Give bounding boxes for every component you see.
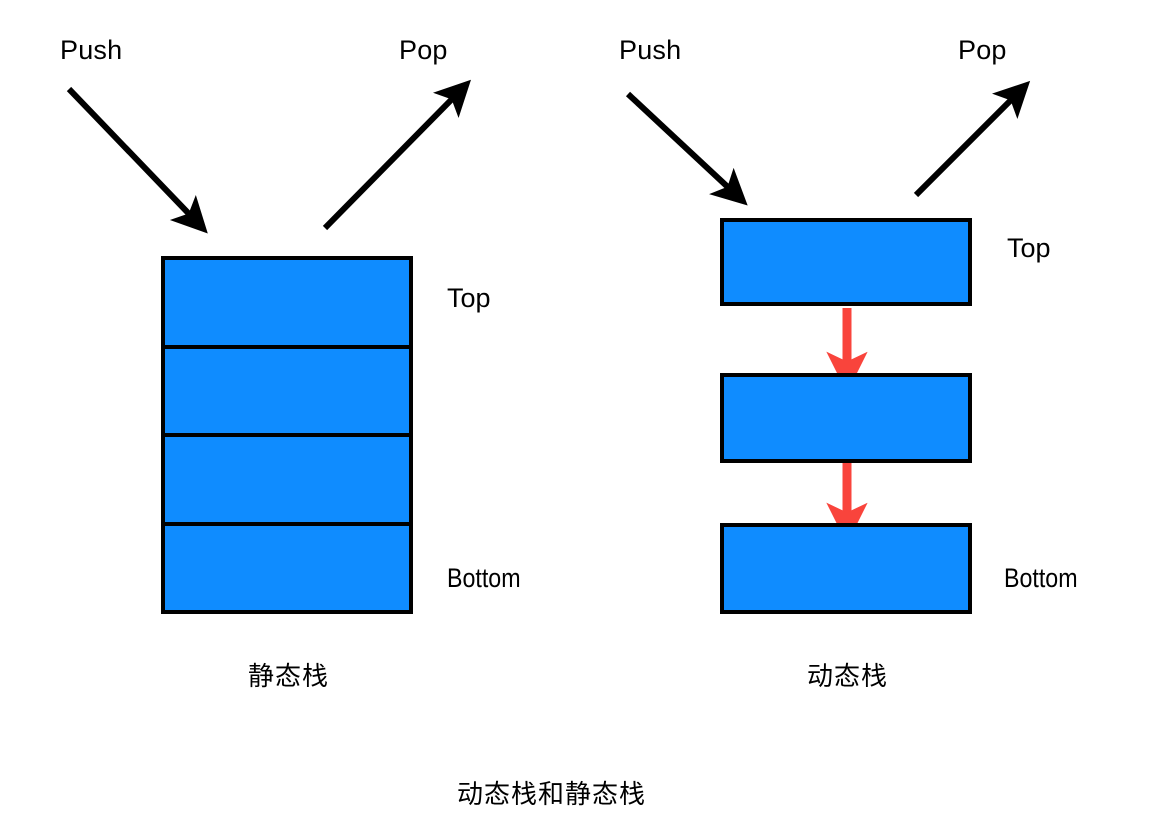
static-push-label: Push — [60, 35, 123, 65]
static-top-marker-label: Top — [447, 283, 491, 313]
dynamic-push-label: Push — [619, 35, 682, 65]
figure-caption: 动态栈和静态栈 — [457, 780, 647, 810]
static-stack-cell — [165, 348, 409, 437]
dynamic-push-arrow — [625, 91, 748, 206]
dynamic-pop-arrow — [913, 80, 1031, 198]
static-stack-container — [161, 256, 413, 614]
dynamic-bottom-marker-label: Bottom — [1004, 563, 1078, 593]
dynamic-stack-title: 动态栈 — [807, 662, 889, 692]
static-stack-cell — [165, 437, 409, 526]
static-pop-label: Pop — [399, 35, 448, 65]
dynamic-top-marker-label: Top — [1007, 233, 1051, 263]
dynamic-stack-node — [720, 373, 972, 463]
static-stack-title: 静态栈 — [248, 662, 330, 692]
dynamic-stack-node — [720, 523, 972, 614]
dynamic-stack-node — [720, 218, 972, 306]
static-pop-arrow — [322, 79, 471, 231]
static-stack-cell — [165, 260, 409, 349]
dynamic-pop-label: Pop — [958, 35, 1007, 65]
static-bottom-marker-label: Bottom — [447, 563, 521, 593]
static-stack-cell — [165, 525, 409, 610]
static-push-arrow — [66, 86, 208, 234]
